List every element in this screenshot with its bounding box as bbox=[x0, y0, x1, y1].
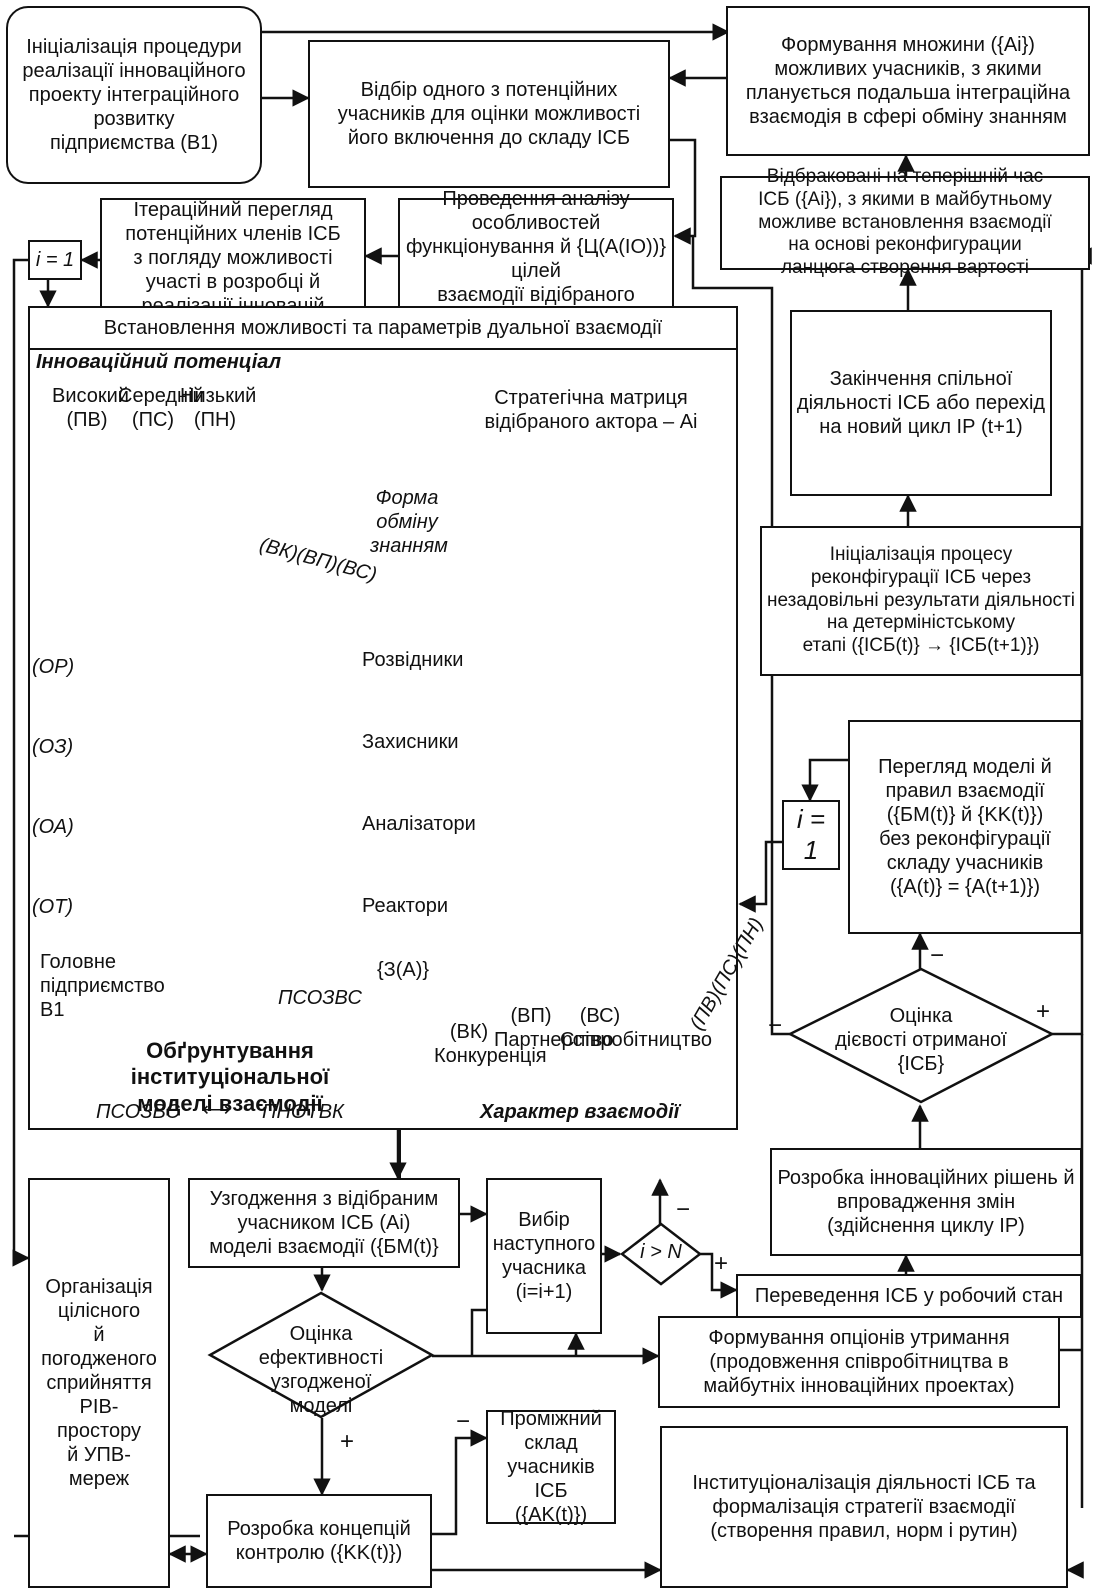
role-reactors: Реактори bbox=[362, 895, 449, 917]
form-set-box: Формування множини ({Ai}) можливих учасн… bbox=[726, 6, 1090, 156]
main-enterprise-label: Головне підприємство B1 bbox=[40, 951, 165, 1021]
form-exchange-label: Форма обміну знанням bbox=[370, 487, 448, 557]
form-set-text: Формування множини ({Ai}) можливих учасн… bbox=[745, 34, 1071, 128]
org-op: (ОР) bbox=[32, 656, 75, 678]
next-text: Вибір наступного учасника (i=i+1) bbox=[492, 1209, 596, 1303]
sign-plus-cond: + bbox=[714, 1250, 729, 1277]
control-box: Розробка концепцій контролю ({KK(t)}) bbox=[206, 1494, 432, 1588]
i1-top-box: i = 1 bbox=[28, 240, 82, 280]
iterative-text: Ітераційний перегляд потенційних членів … bbox=[125, 199, 341, 317]
options-box: Формування опціонів утримання (продовжен… bbox=[658, 1316, 1060, 1408]
next-box: Вибір наступного учасника (i=i+1) bbox=[486, 1178, 602, 1334]
org-oz: (ОЗ) bbox=[32, 736, 74, 758]
rejected-text: Відбраковані на теперішній час ІСБ ({Ai}… bbox=[758, 166, 1052, 279]
inter-partnership: (ВП) Партнерство bbox=[494, 1005, 614, 1051]
role-defenders: Захисники bbox=[362, 731, 459, 753]
sign-minus-left: − bbox=[768, 1012, 783, 1039]
inter-cooperation: (ВС) Співробітництво bbox=[560, 1005, 713, 1051]
reconfig-box: Ініціалізація процесу реконфігурації ІСБ… bbox=[760, 526, 1082, 676]
review-text: Перегляд моделі й правил взаємодії ({БМ(… bbox=[878, 756, 1052, 898]
dual-interaction-frame: Встановлення можливості та параметрів ду… bbox=[28, 306, 738, 1130]
org-text: Організація цілісного й погодженого спри… bbox=[41, 1276, 157, 1490]
cond-diamond bbox=[620, 1222, 702, 1286]
select-box: Відбір одного з потенційних учасників дл… bbox=[308, 40, 670, 188]
agree-text: Узгодження з відібраним учасником ІСБ (A… bbox=[209, 1188, 439, 1258]
analysis-box: Проведення аналізу особливостей функціон… bbox=[398, 188, 674, 330]
interim-text: Проміжний склад учасників ІСБ ({AK(t)}) bbox=[500, 1408, 602, 1526]
sign-plus-right: + bbox=[1036, 998, 1051, 1025]
eval-left-text: Оцінка ефективності узгодженої моделі bbox=[258, 1323, 384, 1417]
iterative-box: Ітераційний перегляд потенційних членів … bbox=[100, 198, 366, 318]
innov-potential-label: Інноваційний потенціал bbox=[36, 351, 282, 373]
agree-box: Узгодження з відібраним учасником ІСБ (A… bbox=[188, 1178, 460, 1268]
formula-left: ПСОЗВС bbox=[96, 1101, 180, 1123]
interim-box: Проміжний склад учасників ІСБ ({AK(t)}) bbox=[486, 1408, 616, 1526]
transfer-box: Переведення ІСБ у робочий стан bbox=[736, 1274, 1082, 1318]
z-a-label: {З(A)} bbox=[376, 959, 430, 981]
i1-right-box: i = 1 bbox=[782, 800, 840, 870]
sign-minus-cond: − bbox=[676, 1196, 691, 1223]
sign-plus-left: + bbox=[340, 1428, 355, 1455]
role-scouts: Розвідники bbox=[362, 649, 464, 671]
init-text: Ініціалізація процедури реалізації іннов… bbox=[22, 36, 246, 154]
review-box: Перегляд моделі й правил взаємодії ({БМ(… bbox=[848, 720, 1082, 934]
eval-right-text: Оцінка дієвості отриманої {ІСБ} bbox=[835, 1005, 1007, 1075]
org-ot: (ОТ) bbox=[32, 896, 74, 918]
institution-box: Інституціоналізація діяльності ІСБ та фо… bbox=[660, 1426, 1068, 1588]
char-inter-label: Характер взаємодії bbox=[480, 1101, 680, 1123]
i1-right-text: i = 1 bbox=[796, 803, 826, 865]
sign-minus-evalleft: − bbox=[456, 1408, 471, 1435]
control-text: Розробка концепцій контролю ({KK(t)}) bbox=[227, 1518, 411, 1564]
reconfig-text: Ініціалізація процесу реконфігурації ІСБ… bbox=[767, 544, 1075, 657]
role-analyzers: Аналізатори bbox=[362, 813, 476, 835]
cond-text: i > N bbox=[640, 1241, 682, 1263]
develop-text: Розробка інноваційних рішень й впровадже… bbox=[777, 1167, 1075, 1237]
transfer-text: Переведення ІСБ у робочий стан bbox=[754, 1285, 1064, 1307]
select-text: Відбір одного з потенційних учасників дл… bbox=[337, 79, 641, 149]
formula-arrow: ⟷ bbox=[202, 1099, 231, 1121]
level-medium: Середній (ПС) bbox=[118, 385, 204, 431]
options-text: Формування опціонів утримання (продовжен… bbox=[703, 1327, 1015, 1397]
org-box: Організація цілісного й погодженого спри… bbox=[28, 1178, 170, 1588]
org-oa: (ОА) bbox=[32, 816, 74, 838]
end-text: Закінчення спільної діяльності ІСБ або п… bbox=[796, 368, 1046, 438]
level-high: Високий (ПВ) bbox=[52, 385, 129, 431]
i1-top-text: i = 1 bbox=[35, 249, 75, 271]
institution-text: Інституціоналізація діяльності ІСБ та фо… bbox=[692, 1472, 1036, 1542]
justification-label: Обґрунтування інституціональної моделі в… bbox=[130, 1038, 330, 1116]
init-box: Ініціалізація процедури реалізації іннов… bbox=[6, 6, 262, 184]
eval-right-diamond bbox=[787, 967, 1055, 1104]
strategic-matrix-label: Стратегічна матриця відібраного актора –… bbox=[484, 387, 698, 433]
formula-right: ПНОТВК bbox=[262, 1101, 344, 1123]
rejected-box: Відбраковані на теперішній час ІСБ ({Ai}… bbox=[720, 166, 1090, 278]
develop-box: Розробка інноваційних рішень й впровадже… bbox=[770, 1148, 1082, 1256]
eval-left-diamond bbox=[207, 1291, 435, 1419]
sign-minus-top: − bbox=[930, 942, 945, 969]
pc-label: ПСОЗВС bbox=[278, 987, 362, 1009]
frame-title: Встановлення можливості та параметрів ду… bbox=[30, 308, 736, 350]
end-box: Закінчення спільної діяльності ІСБ або п… bbox=[790, 310, 1052, 496]
level-low: Низький (ПН) bbox=[180, 385, 257, 431]
